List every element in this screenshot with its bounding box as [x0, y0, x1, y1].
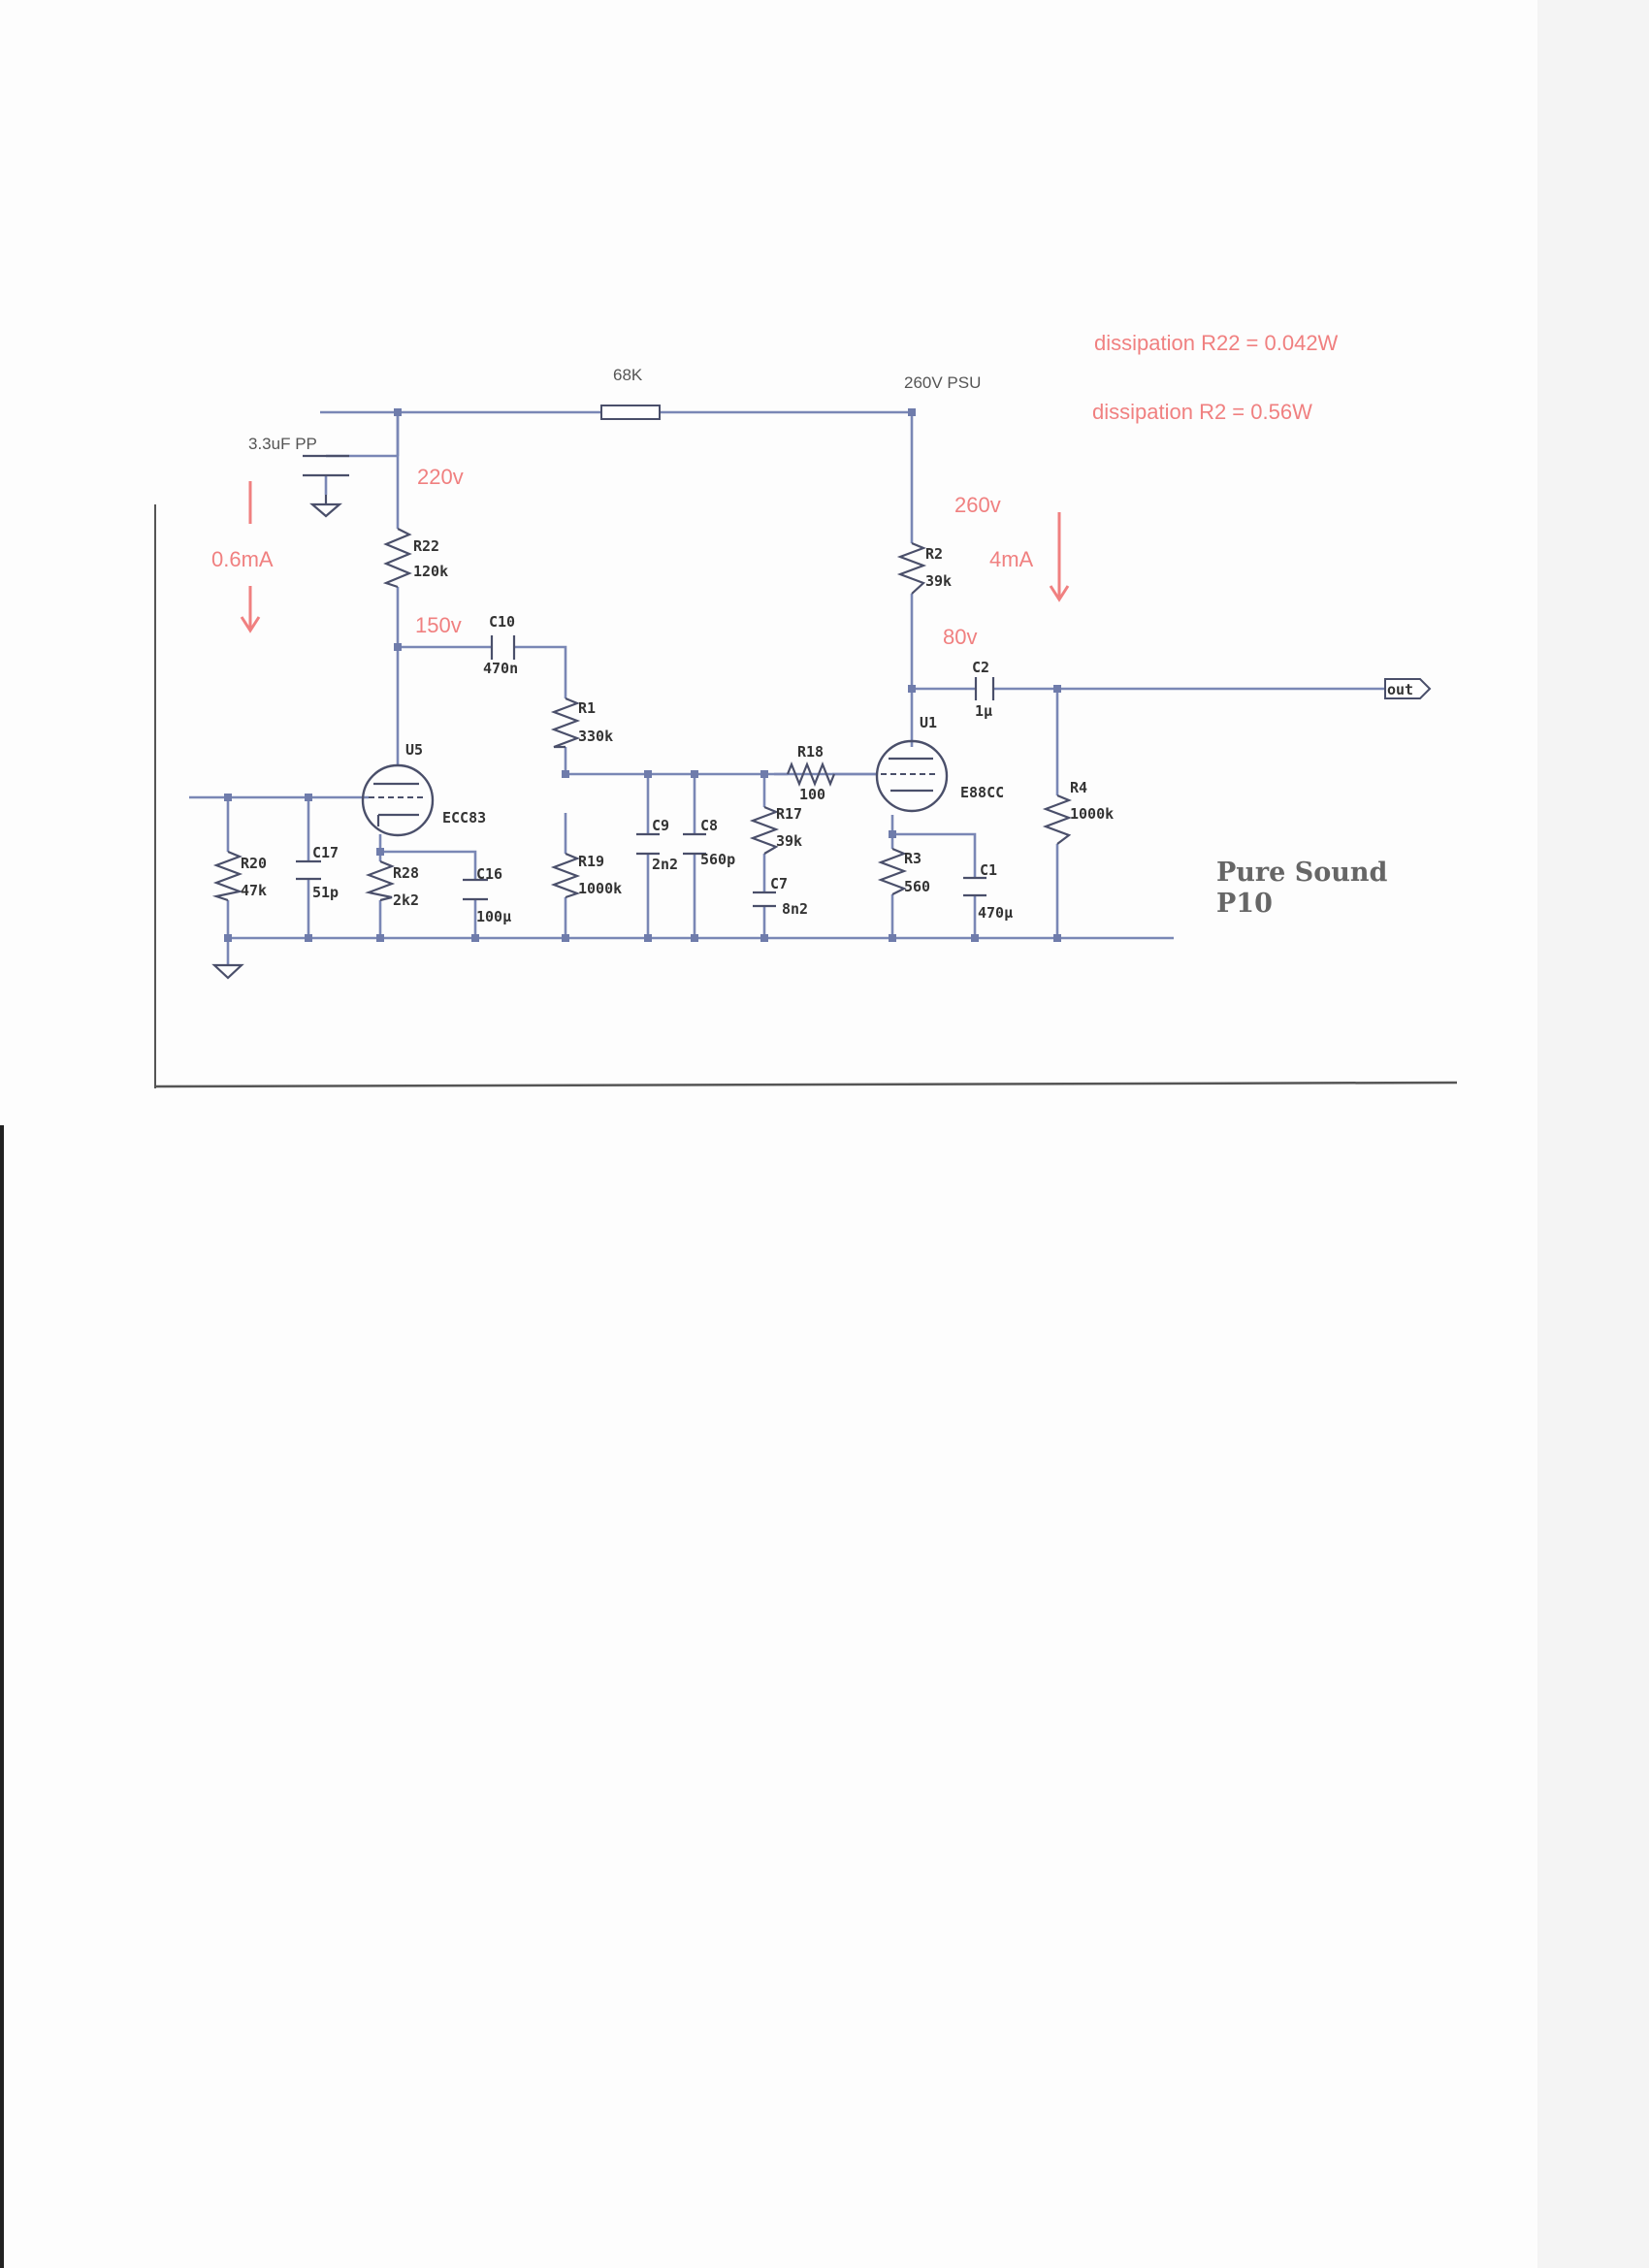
c17-ref: C17 — [312, 844, 339, 861]
c2-ref: C2 — [972, 659, 989, 676]
c7-value: 8n2 — [782, 900, 808, 918]
u5-ref: U5 — [405, 741, 423, 759]
r18-value: 100 — [799, 786, 825, 803]
dissipation-r2-note: dissipation R2 = 0.56W — [1092, 400, 1312, 424]
r28-value: 2k2 — [393, 891, 419, 909]
current-4ma: 4mA — [989, 547, 1034, 571]
r2-value: 39k — [925, 572, 952, 590]
junction-nodes — [224, 408, 1061, 942]
resistor-68k — [600, 405, 661, 420]
voltage-150v: 150v — [415, 613, 462, 637]
resistor-68k-label: 68K — [613, 366, 643, 384]
r1-ref: R1 — [578, 699, 596, 717]
r1-value: 330k — [578, 728, 613, 745]
title-line1: Pure Sound — [1216, 858, 1388, 888]
tube-u1 — [875, 739, 949, 813]
r4-ref: R4 — [1070, 779, 1087, 796]
u1-ref: U1 — [920, 714, 937, 731]
resistor-r18 — [786, 761, 836, 787]
c17-value: 51p — [312, 884, 339, 901]
capacitor-c9 — [636, 832, 660, 856]
capacitor-c10 — [490, 635, 516, 660]
r2-ref: R2 — [925, 545, 943, 563]
r20-ref: R20 — [241, 855, 267, 872]
decoupling-capacitor — [303, 454, 398, 518]
c1-ref: C1 — [980, 861, 997, 879]
capacitor-c2 — [974, 677, 995, 700]
c8-ref: C8 — [700, 817, 718, 834]
c8-value: 560p — [700, 851, 735, 868]
resistor-r28 — [365, 859, 396, 902]
u1-value: E88CC — [960, 784, 1004, 801]
c10-ref: C10 — [489, 613, 515, 631]
r3-ref: R3 — [904, 850, 922, 867]
resistor-r2 — [896, 541, 927, 595]
r22-value: 120k — [413, 563, 448, 580]
output-port: out — [1384, 678, 1432, 699]
dissipation-r22-note: dissipation R22 = 0.042W — [1094, 331, 1339, 355]
resistor-r4 — [1042, 794, 1073, 845]
frame-bottom-line — [154, 1081, 1458, 1088]
r28-ref: R28 — [393, 864, 419, 882]
c16-ref: C16 — [476, 865, 502, 883]
resistor-r22 — [382, 528, 412, 589]
r4-value: 1000k — [1070, 805, 1114, 823]
c16-value: 100µ — [476, 908, 511, 925]
capacitor-c1 — [963, 876, 986, 897]
page-edge-shadow — [1537, 0, 1649, 2268]
resistor-r19 — [550, 852, 581, 899]
r18-ref: R18 — [797, 743, 824, 761]
ground-icon — [211, 963, 244, 980]
r22-ref: R22 — [413, 537, 439, 555]
current-arrow-icon — [240, 481, 261, 633]
scanner-edge — [0, 1125, 4, 2268]
c2-value: 1µ — [975, 702, 992, 720]
voltage-220v: 220v — [417, 465, 464, 489]
r17-ref: R17 — [776, 805, 802, 823]
capacitor-c16 — [463, 878, 488, 901]
wiring — [189, 410, 1402, 965]
r20-value: 47k — [241, 882, 267, 899]
r3-value: 560 — [904, 878, 930, 895]
voltage-80v: 80v — [943, 625, 977, 649]
voltage-260v: 260v — [954, 493, 1001, 517]
resistor-r3 — [877, 847, 908, 895]
current-arrow-icon-2 — [1049, 512, 1070, 602]
capacitor-c7 — [753, 891, 776, 908]
r19-value: 1000k — [578, 880, 622, 897]
decoupling-cap-label: 3.3uF PP — [248, 435, 317, 453]
resistor-r1 — [550, 697, 581, 749]
tube-u5 — [361, 763, 435, 837]
svg-text:out: out — [1387, 681, 1413, 698]
u5-value: ECC83 — [442, 809, 486, 826]
capacitor-c17 — [296, 859, 321, 881]
c9-ref: C9 — [652, 817, 669, 834]
c7-ref: C7 — [770, 875, 788, 892]
current-0.6ma: 0.6mA — [211, 547, 274, 571]
resistor-r17 — [749, 805, 780, 855]
r19-ref: R19 — [578, 853, 604, 870]
resistor-r20 — [211, 850, 243, 902]
title-line2: P10 — [1216, 889, 1273, 919]
capacitor-c8 — [683, 832, 706, 856]
c1-value: 470µ — [978, 904, 1013, 922]
c10-value: 470n — [483, 660, 518, 677]
c9-value: 2n2 — [652, 856, 678, 873]
r17-value: 39k — [776, 832, 802, 850]
psu-label: 260V PSU — [904, 373, 981, 392]
